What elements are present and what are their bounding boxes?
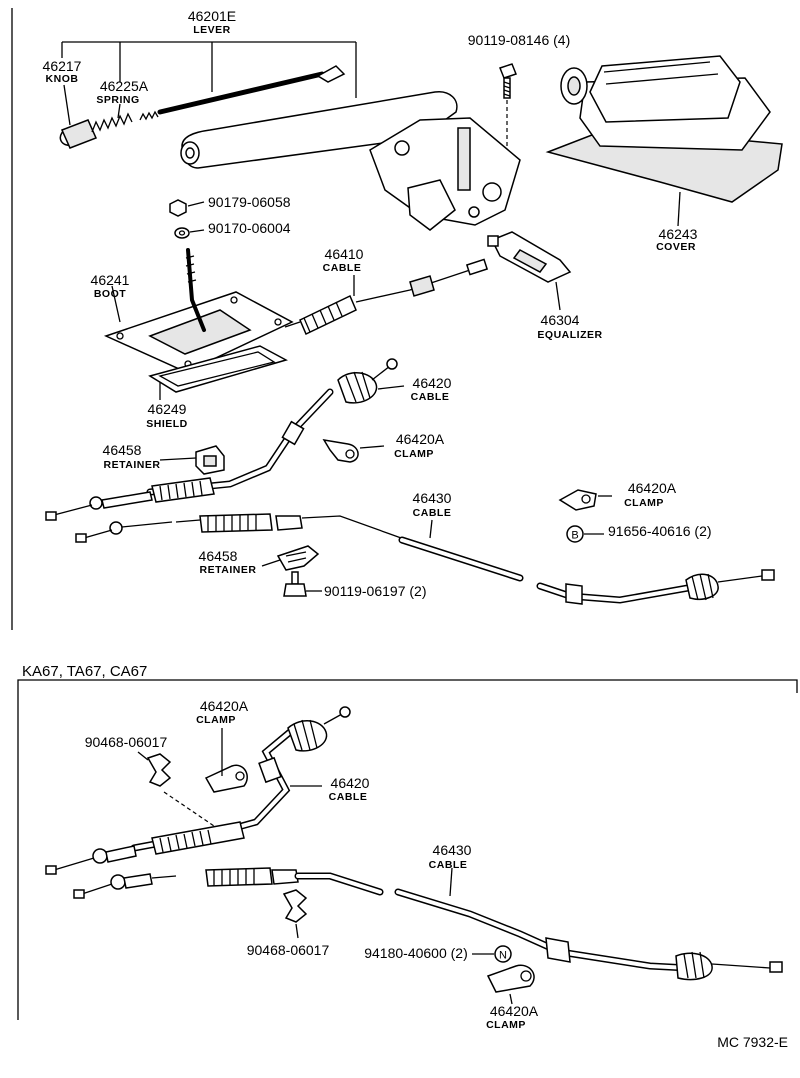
washer-1-part: 90170-06004 — [208, 220, 291, 236]
callout-labels: 46201E LEVER 46217 KNOB 46225A SPRING 90… — [22, 8, 788, 1050]
clamp-3 — [204, 728, 248, 793]
shield-part: 46249 — [148, 401, 187, 417]
retainer-2 — [261, 545, 320, 571]
variant-header: KA67, TA67, CA67 — [22, 663, 147, 680]
lever-part: 46201E — [188, 8, 236, 24]
boot-part: 46241 — [91, 272, 130, 288]
spring-name: SPRING — [96, 94, 139, 106]
clip-2 — [282, 889, 308, 939]
spring-part: 46225A — [100, 78, 149, 94]
washer-90170 — [174, 227, 205, 239]
clip-1 — [137, 751, 215, 827]
clamp-2-name: CLAMP — [624, 497, 664, 509]
cable-lh-2-name: CABLE — [429, 859, 468, 871]
nut-90179 — [169, 199, 205, 217]
equalizer — [487, 231, 572, 311]
retainer-1 — [159, 445, 225, 475]
clip-2-part: 90468-06017 — [247, 942, 330, 958]
lever-name: LEVER — [193, 24, 231, 36]
clamp-1-name: CLAMP — [394, 448, 434, 460]
cable-lh-2 — [73, 867, 783, 981]
spring — [91, 110, 159, 133]
clamp-3-part: 46420A — [200, 698, 249, 714]
clamp-2-part: 46420A — [628, 480, 677, 496]
clamp-3-name: CLAMP — [196, 714, 236, 726]
cover-name: COVER — [656, 241, 696, 253]
clip-1-part: 90468-06017 — [85, 734, 168, 750]
retainer-1-name: RETAINER — [104, 459, 161, 471]
clamp-4 — [486, 964, 535, 1005]
bolt-top — [499, 63, 517, 148]
equalizer-name: EQUALIZER — [537, 329, 602, 341]
equalizer-part: 46304 — [541, 312, 580, 328]
retainer-2-name: RETAINER — [200, 564, 257, 576]
cable-rh-name: CABLE — [411, 391, 450, 403]
boot — [103, 248, 294, 373]
shield — [148, 345, 288, 400]
lever — [180, 91, 521, 231]
cable-rh-2 — [45, 706, 351, 875]
retainer-2-part: 46458 — [199, 548, 238, 564]
cover — [545, 55, 783, 227]
nut-n: N — [472, 945, 512, 963]
lower-frame — [17, 679, 798, 1020]
shield-name: SHIELD — [146, 418, 188, 430]
clamp-2 — [558, 489, 612, 511]
nut-n-letter: N — [499, 950, 507, 962]
cable-front-name: CABLE — [323, 262, 362, 274]
cable-lh — [75, 513, 775, 605]
retainer-1-part: 46458 — [103, 442, 142, 458]
cable-front-part: 46410 — [325, 246, 364, 262]
cable-rh-2-name: CABLE — [329, 791, 368, 803]
bolt-2-part: 90119-06197 (2) — [324, 583, 426, 599]
boot-name: BOOT — [94, 288, 126, 300]
clamp-1 — [322, 438, 385, 463]
cover-part: 46243 — [659, 226, 698, 242]
knob-name: KNOB — [46, 73, 79, 85]
knob-part: 46217 — [43, 58, 82, 74]
cable-rh-2-part: 46420 — [331, 775, 370, 791]
cable-lh-2-part: 46430 — [433, 842, 472, 858]
bolt-b-part: 91656-40616 (2) — [608, 523, 712, 539]
bolt-2 — [283, 571, 322, 597]
cable-lh-part: 46430 — [413, 490, 452, 506]
cable-rh-part: 46420 — [413, 375, 452, 391]
release-rod — [157, 65, 346, 115]
nut-1-part: 90179-06058 — [208, 194, 291, 210]
nut-n-part: 94180-40600 (2) — [364, 945, 468, 961]
cable-front — [284, 258, 489, 336]
drawing-code: MC 7932-E — [717, 1034, 788, 1050]
knob — [59, 119, 98, 149]
clamp-1-part: 46420A — [396, 431, 445, 447]
bolt-top-part: 90119-08146 (4) — [468, 32, 570, 48]
cable-lh-name: CABLE — [413, 507, 452, 519]
clamp-4-part: 46420A — [490, 1003, 539, 1019]
bolt-b-letter: B — [571, 530, 578, 542]
clamp-4-name: CLAMP — [486, 1019, 526, 1031]
lever-bracket-lines — [61, 41, 357, 126]
bolt-b: B — [566, 525, 604, 543]
cable-rh — [45, 358, 405, 521]
